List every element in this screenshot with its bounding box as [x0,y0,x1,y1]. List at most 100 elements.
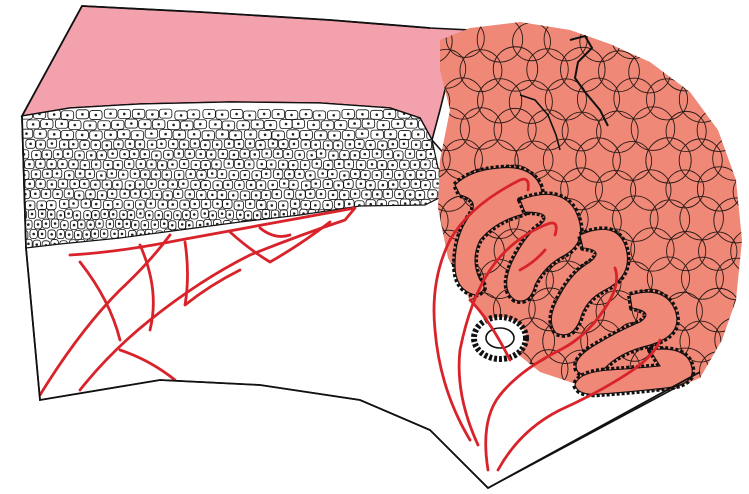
cell-nucleus [151,143,154,146]
cell-nucleus [256,123,259,126]
cell-nucleus [282,163,285,166]
cell-nucleus [221,133,224,136]
cell-nucleus [287,153,290,156]
cell-nucleus [424,163,427,166]
cell-nucleus [50,213,53,216]
cell-nucleus [68,233,71,236]
cell-nucleus [148,214,151,217]
cell-nucleus [360,182,363,185]
cell-nucleus [109,223,112,226]
cell-nucleus [134,172,137,175]
cell-nucleus [332,194,335,197]
cell-nucleus [25,132,28,135]
cell-nucleus [265,213,268,216]
cell-nucleus [221,212,224,215]
cell-nucleus [259,144,262,147]
cell-nucleus [239,213,242,216]
cell-nucleus [57,153,60,156]
cell-nucleus [81,134,84,137]
cell-nucleus [183,143,186,146]
cell-nucleus [32,233,35,236]
cell-nucleus [337,144,340,147]
cell-nucleus [381,144,384,147]
cell-nucleus [199,153,202,156]
cell-nucleus [90,154,93,157]
cell-nucleus [157,214,160,217]
cell-nucleus [404,202,407,205]
cell-nucleus [204,184,207,187]
cell-nucleus [63,203,66,206]
cell-nucleus [94,183,97,186]
cell-nucleus [192,113,195,116]
cell-nucleus [304,164,307,167]
cell-nucleus [94,144,97,147]
cell-nucleus [122,213,125,216]
cell-nucleus [185,214,188,217]
cell-nucleus [269,124,272,127]
cell-nucleus [274,213,277,216]
cell-nucleus [398,193,401,196]
cell-nucleus [84,164,87,167]
cell-nucleus [45,123,48,126]
cell-nucleus [182,182,185,185]
cell-nucleus [118,223,121,226]
cell-nucleus [312,124,315,127]
cell-nucleus [332,114,335,117]
cell-nucleus [430,174,433,177]
cell-nucleus [178,133,181,136]
cell-nucleus [117,143,120,146]
cell-nucleus [277,173,280,176]
cell-nucleus [392,143,395,146]
cell-nucleus [275,193,278,196]
cell-nucleus [193,203,196,206]
mucosa-cell [648,19,688,59]
cell-nucleus [34,192,37,195]
cell-nucleus [27,223,30,226]
cell-nucleus [294,202,297,205]
cell-nucleus [195,164,198,167]
cell-nucleus [78,194,81,197]
cell-nucleus [221,194,224,197]
cell-nucleus [238,143,241,146]
cell-nucleus [361,132,364,135]
cell-nucleus [282,204,285,207]
cell-nucleus [27,242,30,245]
cell-nucleus [314,204,317,207]
cell-nucleus [162,183,165,186]
cell-nucleus [272,142,275,145]
cell-nucleus [347,113,350,116]
cell-nucleus [315,162,318,165]
cell-nucleus [103,213,106,216]
cell-nucleus [354,173,357,176]
cell-nucleus [129,143,132,146]
cell-nucleus [215,163,218,166]
cell-nucleus [290,114,293,117]
cell-nucleus [358,143,361,146]
cell-nucleus [271,184,274,187]
cell-nucleus [298,173,301,176]
cell-nucleus [211,214,214,217]
cell-nucleus [164,133,167,136]
cell-nucleus [131,234,134,237]
cell-nucleus [204,164,207,167]
cell-nucleus [107,164,110,167]
cell-nucleus [150,202,153,205]
cell-nucleus [28,183,31,186]
cell-nucleus [347,134,350,137]
cell-nucleus [45,222,48,225]
cell-nucleus [78,154,81,157]
cell-nucleus [116,183,119,186]
mucosa-cell [612,18,653,59]
cell-nucleus [397,154,400,157]
cell-nucleus [369,203,372,206]
cell-nucleus [248,163,251,166]
cell-nucleus [387,193,390,196]
cell-nucleus [62,182,65,185]
cell-nucleus [382,184,385,187]
cell-nucleus [376,152,379,155]
cell-nucleus [112,213,115,216]
cell-nucleus [403,134,406,137]
cell-nucleus [155,154,158,157]
cell-nucleus [247,214,250,217]
cell-nucleus [150,182,153,185]
